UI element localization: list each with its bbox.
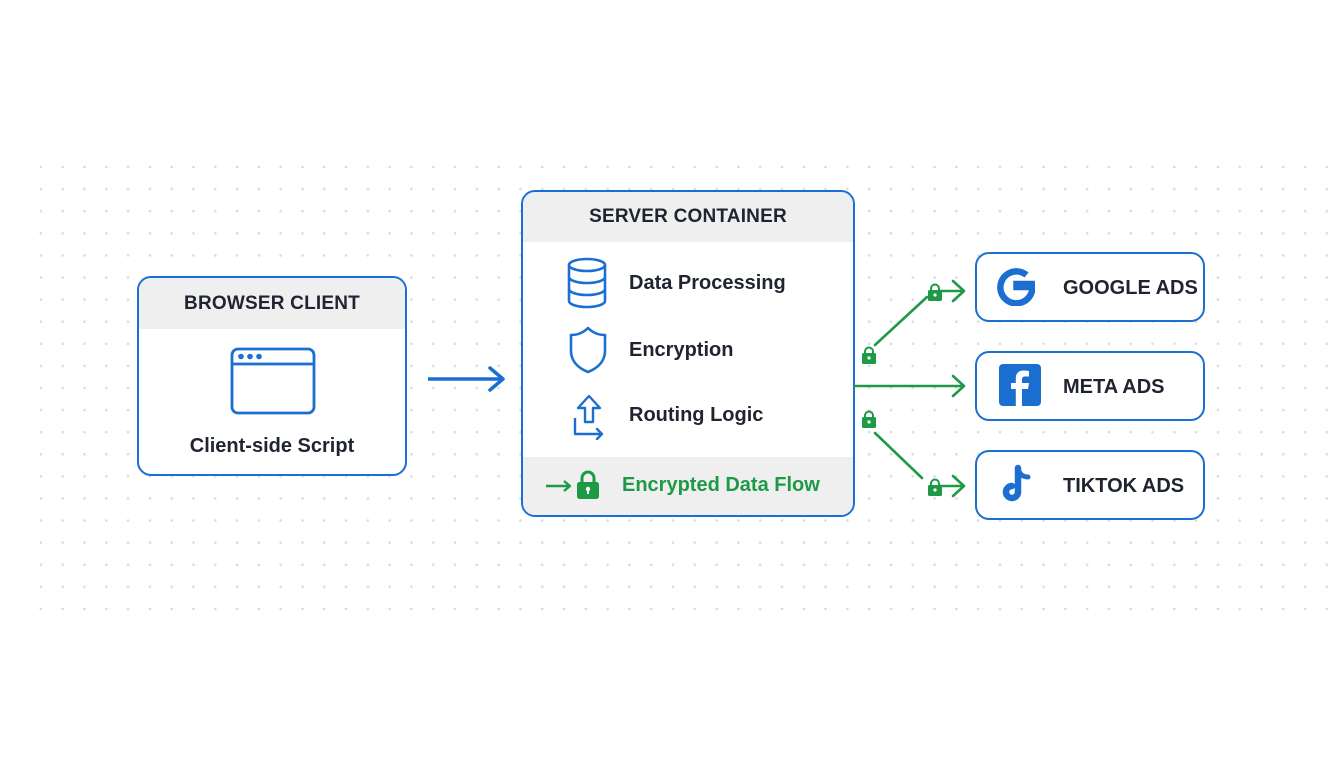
- browser-client-box: BROWSER CLIENT Client-side Script: [137, 276, 407, 476]
- lock-icon: [862, 346, 876, 364]
- lock-icon: [862, 410, 876, 428]
- database-icon: [566, 257, 608, 309]
- arrow-right-icon: [546, 480, 572, 492]
- google-ads-label: GOOGLE ADS: [1063, 277, 1198, 299]
- destination-google-ads: GOOGLE ADS: [975, 252, 1205, 322]
- lock-icons: [862, 283, 942, 496]
- facebook-icon: [999, 364, 1041, 406]
- shield-icon: [568, 325, 608, 375]
- google-icon: [997, 268, 1035, 306]
- tiktok-ads-label: TIKTOK ADS: [1063, 475, 1185, 497]
- server-container-title: SERVER CONTAINER: [523, 192, 853, 242]
- routing-arrows-icon: [569, 392, 609, 440]
- data-processing-label: Data Processing: [629, 272, 786, 294]
- encrypted-connectors: [853, 279, 966, 498]
- encrypted-data-flow-label: Encrypted Data Flow: [622, 474, 820, 496]
- destination-tiktok-ads: TIKTOK ADS: [975, 450, 1205, 520]
- encryption-label: Encryption: [629, 339, 734, 361]
- connector-tiktok: [873, 431, 924, 480]
- encrypted-flow-footer: Encrypted Data Flow: [523, 457, 853, 515]
- tiktok-icon: [1002, 464, 1031, 502]
- lock-icon: [928, 283, 942, 301]
- client-side-script-label: Client-side Script: [189, 435, 355, 457]
- connector-google: [873, 295, 929, 347]
- routing-logic-label: Routing Logic: [629, 404, 764, 426]
- lock-icon: [577, 470, 599, 499]
- destination-meta-ads: META ADS: [975, 351, 1205, 421]
- meta-ads-label: META ADS: [1063, 376, 1165, 398]
- flow-arrow-browser-to-server: [428, 366, 505, 392]
- lock-icon: [928, 478, 942, 496]
- server-container-box: SERVER CONTAINER Data Processing Encrypt…: [521, 190, 855, 517]
- browser-client-title: BROWSER CLIENT: [139, 278, 405, 329]
- browser-window-icon: [229, 346, 317, 416]
